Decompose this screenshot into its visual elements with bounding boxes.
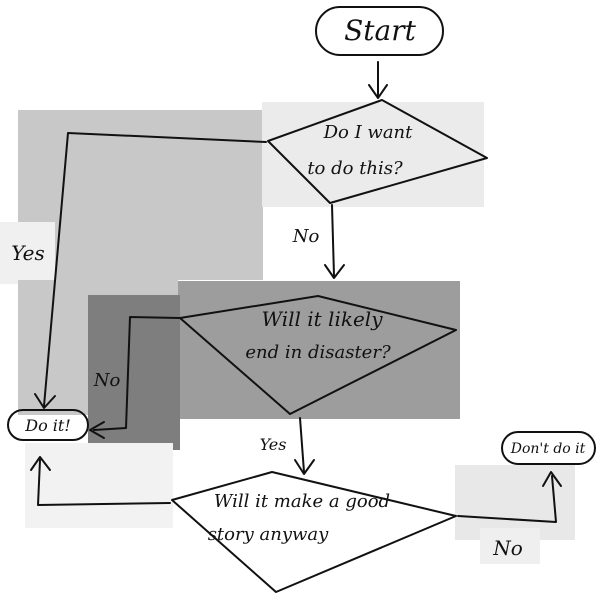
arrowhead-q2-to-q3 (294, 459, 315, 475)
edge-label-q2-yes: Yes (260, 435, 287, 454)
edge-q2-to-q3 (299, 417, 305, 473)
shade-patch-no-right (480, 528, 540, 564)
q2-decision (179, 295, 457, 415)
do-it-node (7, 409, 89, 441)
q1-decision (267, 99, 488, 204)
shade-patch-q2 (178, 281, 460, 419)
arrowhead-start-to-q1 (368, 84, 388, 99)
q3-decision (171, 471, 457, 593)
arrowhead-q3-to-dontdoit (542, 471, 562, 487)
dont-do-it-node (501, 431, 596, 465)
shade-patch-yes-label (0, 222, 55, 284)
edge-label-q3-no: No (492, 536, 523, 560)
edge-q1-to-q2 (331, 204, 335, 277)
shade-patch-left-column (18, 110, 263, 280)
edge-label-q2-no: No (93, 370, 121, 391)
arrowhead-q1-to-doit (34, 393, 56, 409)
q1-label-line1: Do I want (323, 122, 414, 143)
q1-label-line2: to do this? (307, 158, 403, 179)
arrowhead-q1-to-q2 (324, 264, 345, 279)
do-it-label: Do it! (24, 416, 71, 435)
dont-do-it-label: Don't do it (510, 441, 586, 457)
arrowhead-q2-to-doit (89, 421, 105, 439)
shade-patch-q1 (262, 102, 484, 207)
start-node (315, 6, 444, 56)
shade-patch-bottom-left (25, 443, 173, 528)
start-label: Start (344, 14, 417, 47)
q3-label-line1: Will it make a good (214, 491, 390, 512)
edge-q1-to-doit (43, 132, 267, 407)
q3-label-line2: story anyway (208, 524, 329, 545)
edge-label-q1-no: No (292, 226, 320, 247)
edge-q3-to-doit (37, 459, 171, 506)
edge-label-q1-yes: Yes (11, 241, 45, 265)
q2-label-line1: Will it likely (262, 307, 384, 331)
arrowhead-q3-to-doit (30, 456, 51, 471)
edge-q2-to-doit (93, 316, 181, 431)
shade-patch-no-left (88, 295, 180, 450)
edge-q3-to-dontdoit (457, 475, 557, 523)
q2-label-line2: end in disaster? (245, 342, 391, 363)
